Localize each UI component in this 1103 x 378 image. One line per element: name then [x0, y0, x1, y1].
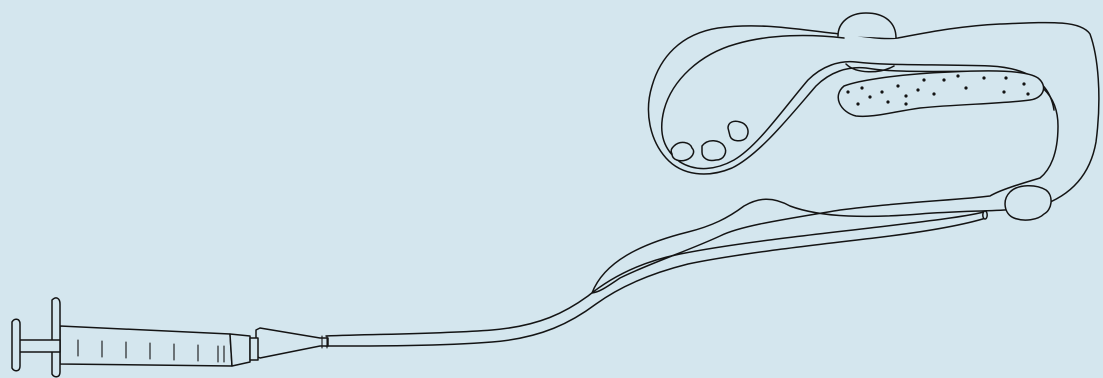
syringe-plunger-thumb [12, 319, 20, 371]
syringe-plunger-rod [18, 340, 60, 352]
outer-mass [1005, 186, 1051, 220]
catheter-tube-lower [326, 218, 986, 346]
syringe-nozzle-collar [230, 334, 250, 366]
stone-fragment-3 [728, 121, 748, 141]
syringe-hub [256, 328, 328, 358]
stone-fragment-1 [671, 142, 693, 160]
catheter-tip [983, 211, 987, 219]
syringe-tip [250, 338, 258, 360]
stone-fragment-2 [702, 141, 726, 161]
syringe-flange [52, 298, 60, 377]
sediment-mass [838, 71, 1043, 117]
syringe-barrel [60, 326, 232, 366]
bladder-neck-lump [838, 13, 896, 38]
outer-tissue-outline [592, 23, 1099, 293]
